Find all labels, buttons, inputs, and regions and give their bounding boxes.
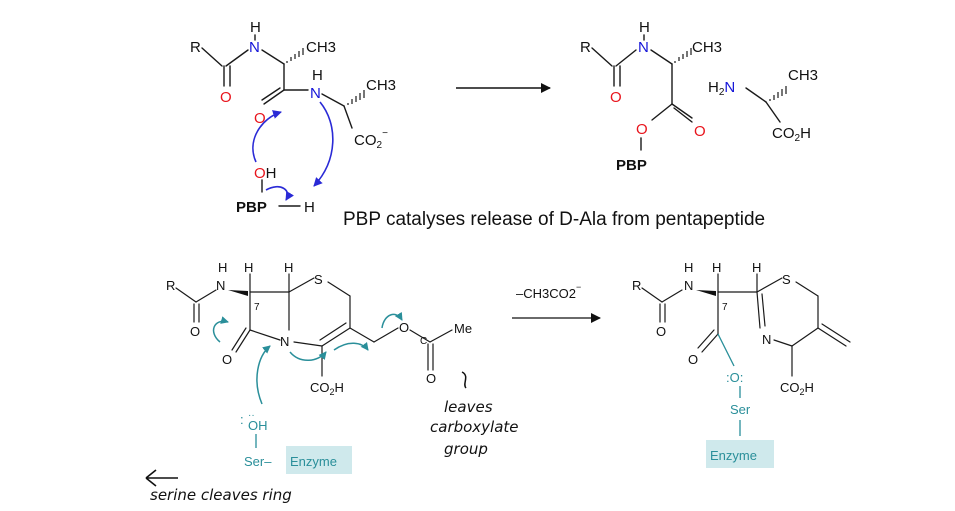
atom-s-1: S: [314, 272, 323, 287]
atom-h-amide-3: H: [639, 19, 650, 36]
atom-s-2: S: [782, 272, 791, 287]
atom-h2n: H2N: [708, 79, 735, 98]
atom-o-ester: O: [636, 121, 648, 138]
ser-oh: OH: [248, 418, 268, 433]
atom-h-9: H: [752, 260, 761, 275]
top-left-substrate: R O H N CH3 O H N: [190, 19, 396, 216]
curved-arrow-ser-attack: [256, 345, 271, 405]
enzyme-box: [286, 446, 352, 474]
atom-co2h-3: CO2H: [780, 380, 814, 397]
atom-co2h-2: CO2H: [310, 380, 344, 397]
atom-n-amide: N: [249, 39, 260, 56]
atom-n-5: N: [280, 334, 289, 349]
atom-co2-minus: CO2−: [354, 128, 388, 151]
atom-r-3: R: [166, 278, 175, 293]
atom-n-7: N: [762, 332, 771, 347]
atom-o-4: O: [190, 324, 200, 339]
curved-arrow-n-lone-pair: [289, 351, 327, 361]
caption: PBP catalyses release of D-Ala from pent…: [343, 209, 765, 230]
top-right-products: R O H N CH3 O O PBP H2N: [580, 19, 818, 174]
ser-oh-dots: :: [240, 412, 244, 427]
atom-h-amide2: H: [312, 67, 323, 84]
atom-o-amide2: O: [254, 110, 266, 127]
atom-r-2: R: [580, 39, 591, 56]
bottom-left-cephalosporin: R O H N H 7 H N O S CO2H O: [166, 260, 472, 474]
note-leaves: leaves: [444, 398, 493, 416]
atom-o-ester-dbl: O: [694, 123, 706, 140]
curved-arrow-alkene: [333, 342, 369, 351]
hand-arrow-down: [461, 371, 467, 389]
note-group: group: [444, 440, 488, 458]
bottom-right-product: R O H N H 7 H O :O: Ser Enzyme S N: [632, 260, 851, 468]
atom-me: Me: [454, 321, 472, 336]
atom-h-4: H: [218, 260, 227, 275]
hand-arrow-left: [145, 469, 178, 487]
atom-o-5: O: [222, 352, 232, 367]
atom-h-5: H: [244, 260, 253, 275]
atom-o-carbonyl-2: O: [610, 89, 622, 106]
atom-ch3-3: CH3: [692, 39, 722, 56]
enzyme-label: Enzyme: [290, 454, 337, 469]
atom-pbp-h: H: [304, 199, 315, 216]
atom-r-4: R: [632, 278, 641, 293]
atom-o-8: O: [656, 324, 666, 339]
ser-label: Ser–: [244, 454, 272, 469]
atom-c-ester: C: [420, 336, 427, 347]
atom-n-amide-3: N: [638, 39, 649, 56]
curved-arrow-carbonyl: [212, 316, 229, 343]
atom-h-7: H: [684, 260, 693, 275]
reagent-label: –CH3CO2−: [516, 282, 581, 301]
atom-h-amide: H: [250, 19, 261, 36]
svg-text:··: ··: [248, 410, 255, 421]
handwritten-notes: serine cleaves ring leaves carboxylate g…: [145, 371, 519, 504]
curved-arrow-oh-bond: [265, 185, 294, 201]
atom-n-6: N: [684, 278, 693, 293]
ring-label-7b: 7: [722, 302, 728, 313]
atom-ch3-4: CH3: [788, 67, 818, 84]
curved-arrow-oh-attack: [252, 110, 282, 163]
atom-o-carbonyl: O: [220, 89, 232, 106]
curved-arrow-n-to-h: [313, 101, 334, 187]
ser-o-product: :O:: [726, 370, 743, 385]
atom-pbp: PBP: [236, 199, 267, 216]
atom-ch3-2: CH3: [366, 77, 396, 94]
note-serine: serine cleaves ring: [150, 486, 292, 504]
ring-label-7: 7: [254, 302, 260, 313]
atom-o-9: O: [688, 352, 698, 367]
atom-n-4: N: [216, 278, 225, 293]
enzyme-box-product: [706, 440, 774, 468]
atom-ch3-1: CH3: [306, 39, 336, 56]
note-carboxylate: carboxylate: [430, 418, 519, 436]
enzyme-label-product: Enzyme: [710, 448, 757, 463]
atom-o-6: O: [399, 320, 409, 335]
curved-arrow-leaving: [381, 311, 403, 329]
atom-r: R: [190, 39, 201, 56]
atom-pbp-2: PBP: [616, 157, 647, 174]
atom-h-6: H: [284, 260, 293, 275]
atom-n-amide2: N: [310, 85, 321, 102]
atom-oh-pbp: OH: [254, 165, 277, 182]
atom-co2h-1: CO2H: [772, 125, 811, 144]
atom-h-8: H: [712, 260, 721, 275]
ser-label-product: Ser: [730, 402, 751, 417]
atom-o-7: O: [426, 371, 436, 386]
